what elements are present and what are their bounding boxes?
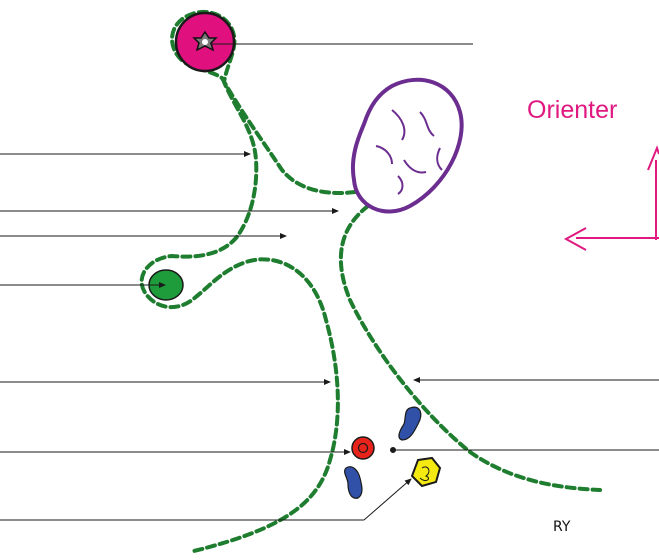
blue-body-upper: [398, 406, 422, 441]
nucleus: [174, 11, 236, 73]
orientation-arrows: [563, 145, 659, 251]
orientation-label: Orienter: [527, 96, 618, 124]
yellow-body: [410, 456, 442, 488]
leader-lines: [0, 43, 659, 521]
cell-outline-right: [338, 204, 602, 492]
blue-body-lower: [344, 466, 363, 499]
red-body: [351, 436, 375, 460]
vacuole: [351, 77, 464, 214]
author-initials: RY: [553, 519, 571, 535]
leader-line-yellow-body-diag: [363, 478, 412, 521]
